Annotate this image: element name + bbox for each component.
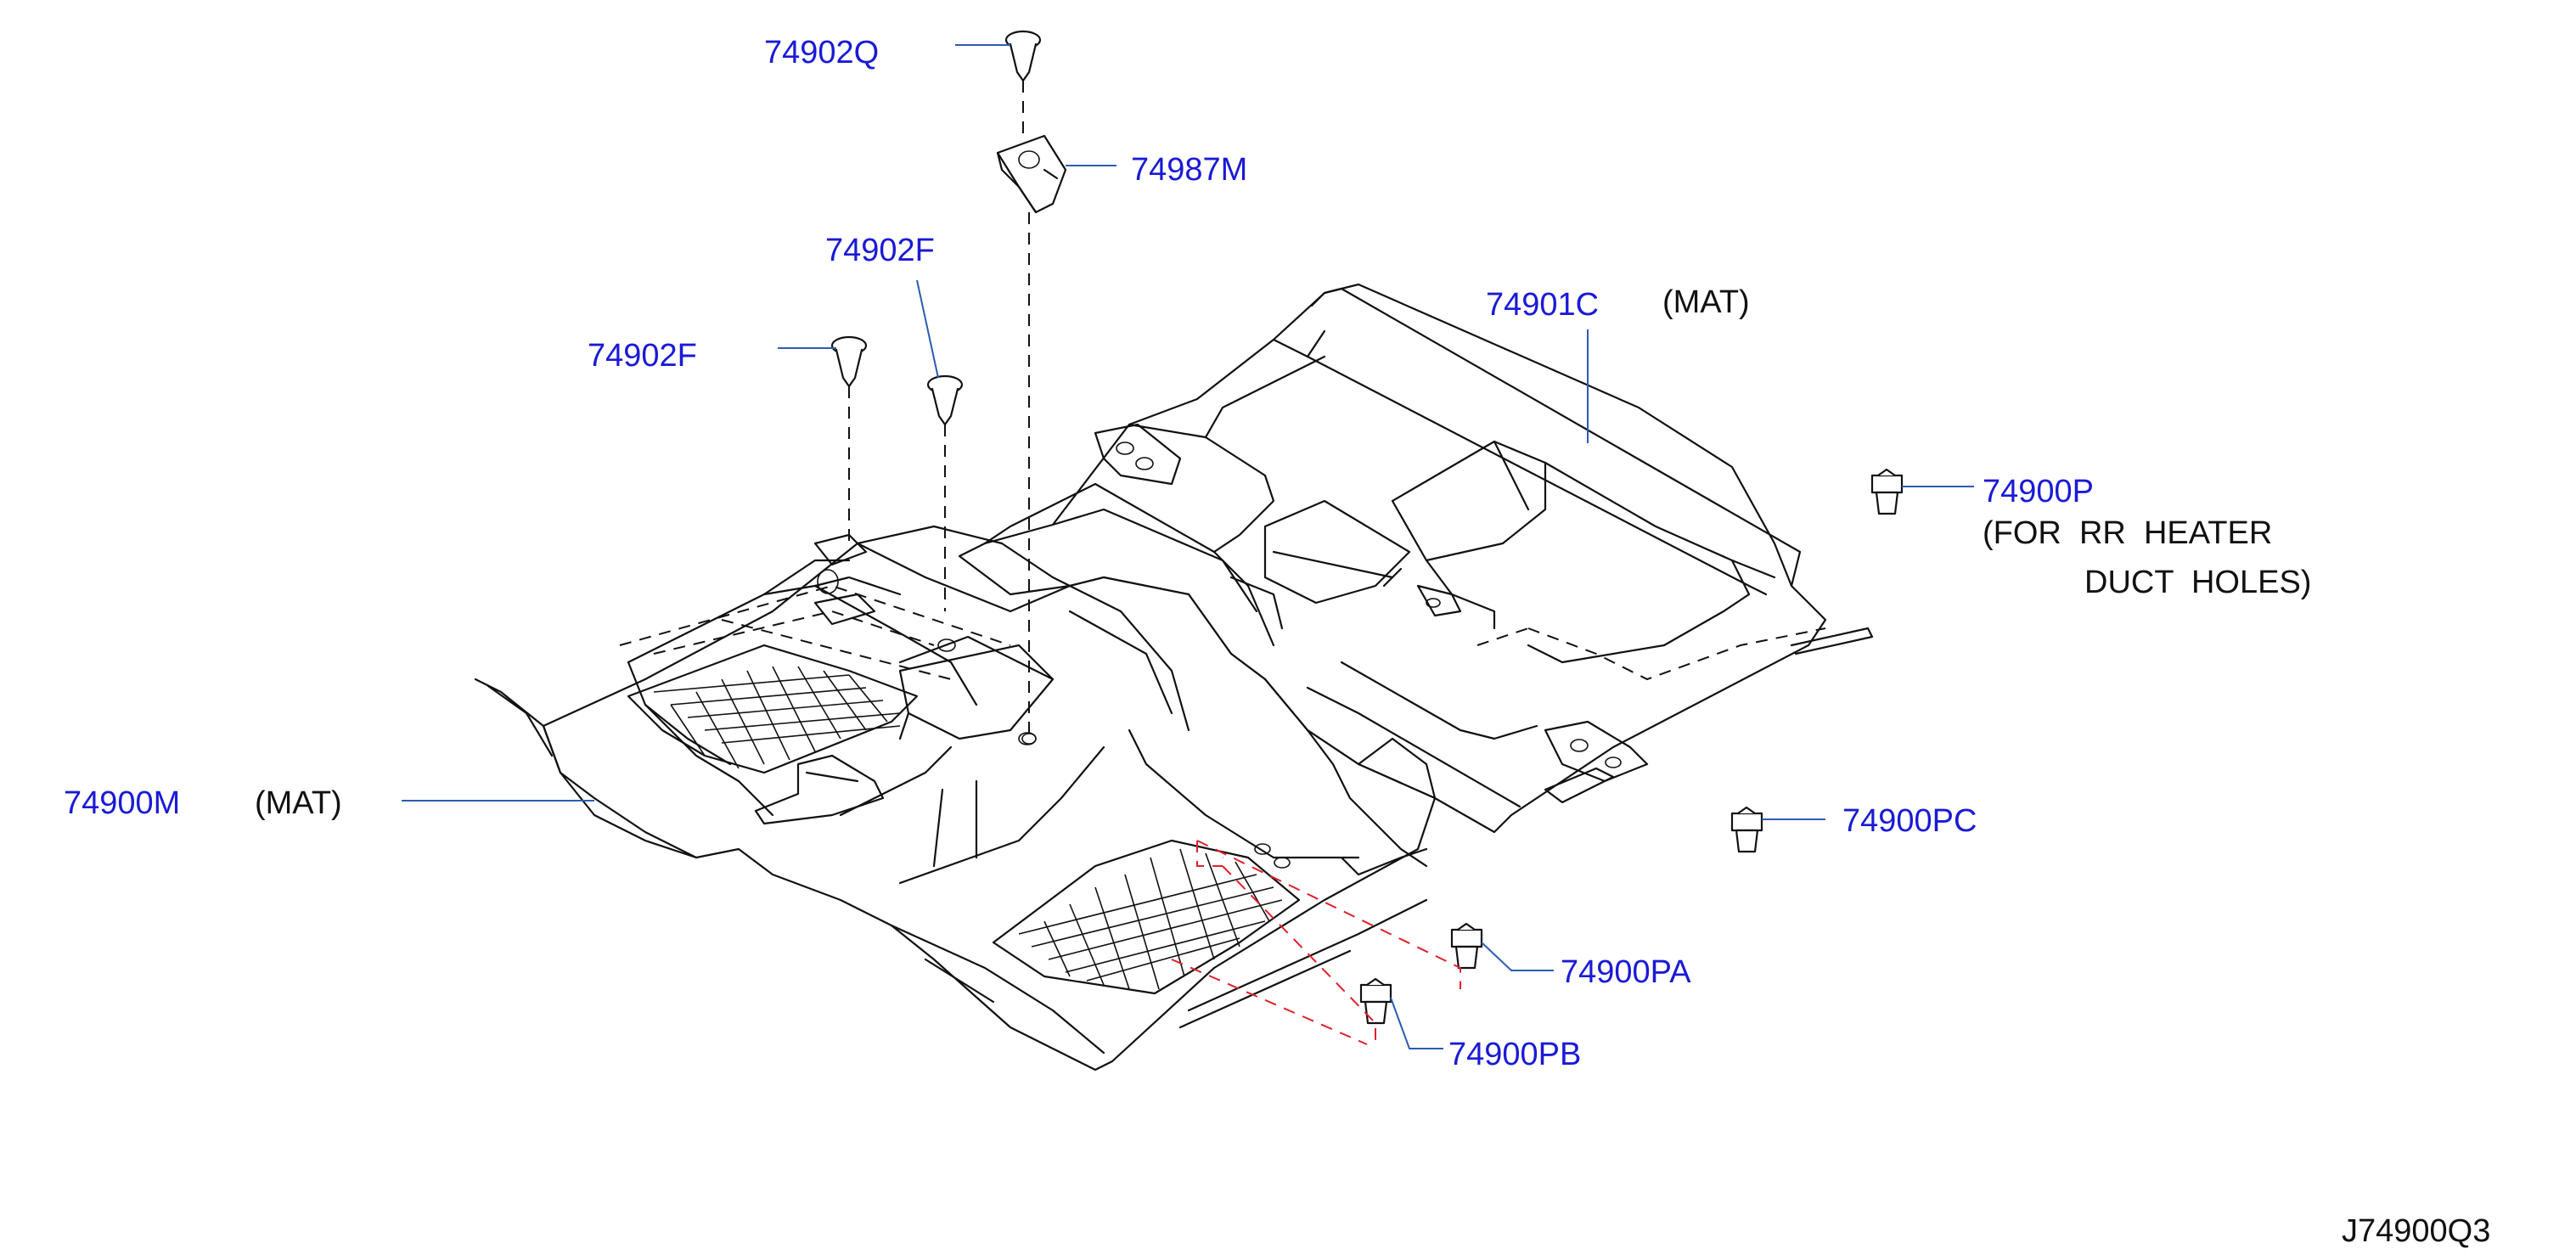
leader-lines xyxy=(402,44,1974,1049)
passenger-heel-grid xyxy=(992,839,1301,995)
heater-note-line2: DUCT HOLES) xyxy=(2084,565,2311,600)
clip-74900PC xyxy=(1730,806,1763,853)
clip-74900P xyxy=(1870,468,1904,515)
part-number-74900M: 74900M xyxy=(64,785,180,821)
clip-74902F-upper xyxy=(926,374,964,426)
part-number-74902F-upper: 74902F xyxy=(825,233,935,268)
part-number-74900PB: 74900PB xyxy=(1448,1037,1581,1072)
part-number-74900PC: 74900PC xyxy=(1842,803,1977,839)
clip-74900PB xyxy=(1359,977,1392,1025)
part-number-74902Q: 74902Q xyxy=(764,35,879,70)
rear-floor-mat xyxy=(958,283,1874,834)
assembly-lines xyxy=(848,81,1461,1045)
clip-74902F-lower xyxy=(830,335,868,388)
part-number-74902F-lower: 74902F xyxy=(588,338,697,374)
drawing-code: J74900Q3 xyxy=(2342,1213,2490,1249)
part-number-74987M: 74987M xyxy=(1131,152,1247,188)
mat-note-front: (MAT) xyxy=(255,785,342,821)
mat-note-rear: (MAT) xyxy=(1662,284,1750,320)
clip-74900PA xyxy=(1450,922,1483,970)
clip-74902Q xyxy=(1004,30,1042,82)
retainer-74987M xyxy=(996,134,1067,214)
part-number-74901C: 74901C xyxy=(1486,287,1599,323)
part-number-74900P: 74900P xyxy=(1983,474,2094,509)
heater-note-line1: (FOR RR HEATER xyxy=(1983,515,2272,551)
driver-heel-grid xyxy=(627,644,919,774)
front-floor-mat xyxy=(474,525,1437,1072)
part-number-74900PA: 74900PA xyxy=(1561,954,1691,990)
